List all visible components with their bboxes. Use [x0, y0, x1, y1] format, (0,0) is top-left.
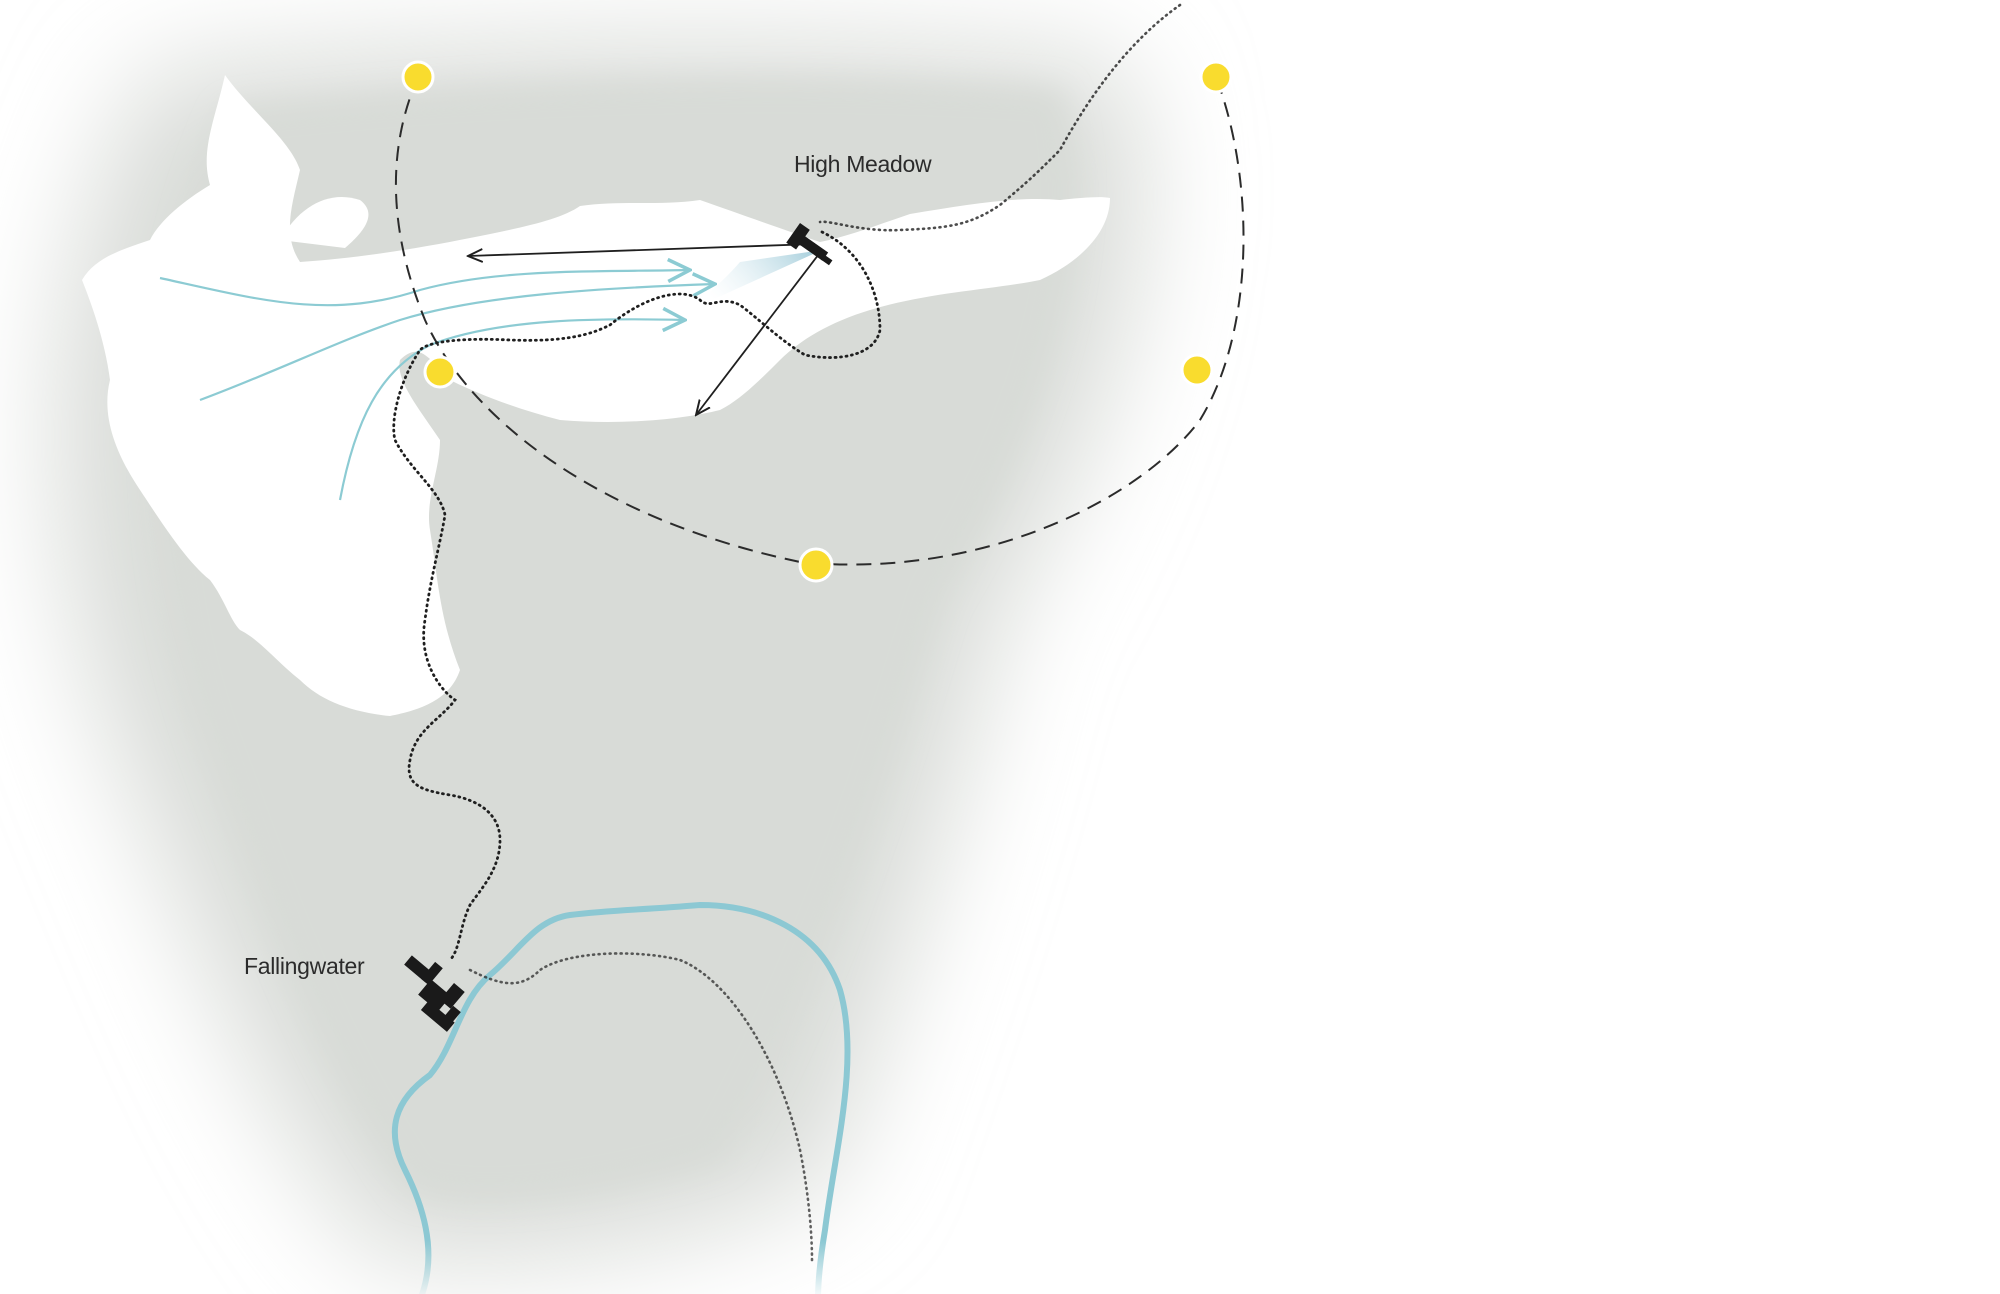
view-arrow-west [468, 243, 816, 256]
sun-position-icon [1199, 60, 1233, 94]
river [391, 901, 851, 1294]
meadow-upper-edge [280, 196, 369, 248]
sun-position-icon [401, 60, 435, 94]
sun-position-icon [798, 547, 834, 583]
trail-main [392, 230, 882, 962]
wind-arrow [159, 270, 690, 307]
view-arrow-southwest [696, 249, 823, 415]
sun-position-icon [423, 355, 457, 389]
trail-lower [468, 952, 814, 1262]
sun-position-icon [1180, 353, 1214, 387]
building-plan-icon [404, 955, 465, 1032]
label-fallingwater: Fallingwater [244, 953, 365, 979]
wind-arrow [199, 284, 715, 402]
view-arrows [468, 243, 823, 415]
label-high-meadow: High Meadow [794, 151, 932, 177]
trail-upper [818, 3, 1182, 232]
sun-markers [401, 60, 1233, 583]
meadow-clearing [82, 75, 1110, 716]
building-plan-icon [786, 223, 833, 266]
view-cone [690, 250, 822, 310]
